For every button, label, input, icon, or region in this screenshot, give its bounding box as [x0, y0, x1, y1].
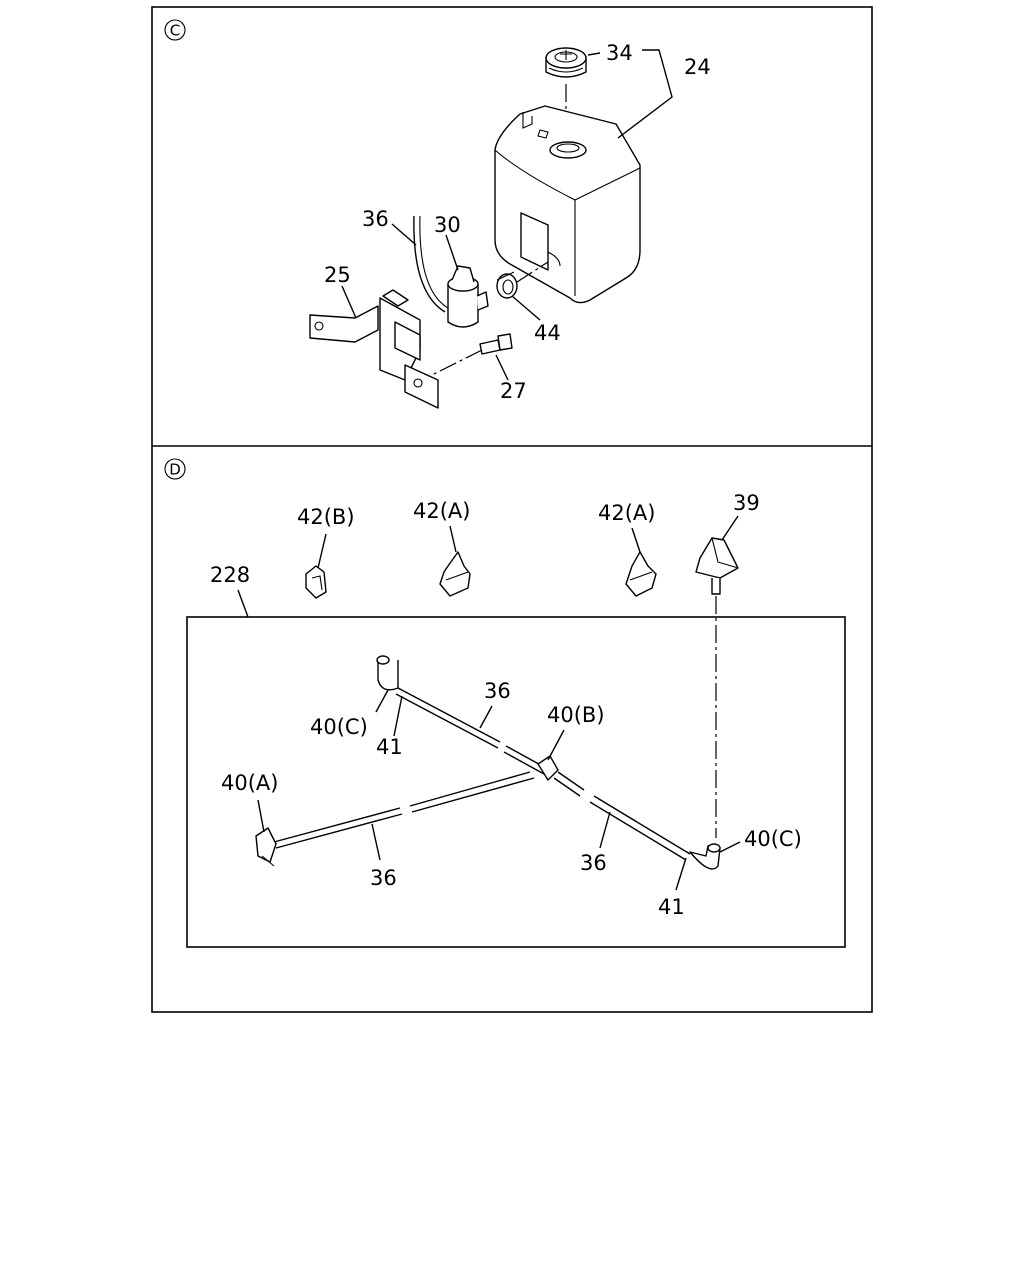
leader-36-left: [371, 823, 381, 861]
washer-tank-cap: [545, 47, 587, 78]
svg-text:C: C: [170, 22, 180, 40]
callout-36-top: 36: [484, 679, 511, 703]
leader-24: [617, 49, 673, 139]
callout-42a-right: 42(A): [598, 501, 655, 525]
clip-42a-left: [439, 551, 471, 597]
leader-25: [341, 285, 357, 319]
callout-36-c: 36: [362, 207, 389, 231]
clip-42a-right: [625, 551, 657, 597]
washer-nozzle: [695, 537, 739, 595]
callout-40c-right: 40(C): [744, 827, 802, 851]
leader-40c-right: [719, 841, 741, 853]
washer-tank: [494, 105, 641, 304]
callout-42a-left: 42(A): [413, 499, 470, 523]
svg-text:D: D: [169, 461, 181, 479]
callout-25: 25: [324, 263, 351, 287]
callout-24: 24: [684, 55, 711, 79]
diagram-outer-frame: [151, 6, 873, 1013]
leader-36-c: [391, 223, 417, 246]
hose-assembly-frame: [186, 616, 846, 948]
callout-30: 30: [434, 213, 461, 237]
callout-34: 34: [606, 41, 633, 65]
callout-41-left: 41: [376, 735, 403, 759]
callout-36-left: 36: [370, 866, 397, 890]
callout-40c-left: 40(C): [310, 715, 368, 739]
callout-40a: 40(A): [221, 771, 278, 795]
clip-42b: [305, 565, 327, 599]
callout-228: 228: [210, 563, 250, 587]
pump-axis-line: [516, 261, 549, 283]
pump-grommet: [496, 271, 518, 299]
hose-assembly: [255, 655, 721, 870]
leader-30: [445, 234, 459, 271]
washer-hose-c: [413, 215, 446, 313]
callout-42b: 42(B): [297, 505, 355, 529]
leader-40c-left: [375, 689, 389, 713]
leader-34: [587, 52, 601, 56]
leader-228: [237, 589, 249, 618]
tank-bracket: [309, 289, 439, 409]
callout-40b: 40(B): [547, 703, 605, 727]
leader-36-right: [599, 811, 611, 849]
callout-36-right: 36: [580, 851, 607, 875]
callout-44: 44: [534, 321, 561, 345]
section-marker-c: C: [164, 19, 186, 41]
leader-40b: [547, 729, 565, 761]
bolt-axis-line: [429, 349, 483, 377]
leader-41-left: [393, 695, 403, 737]
leader-42a-left: [449, 525, 457, 553]
leader-27: [495, 354, 509, 381]
leader-40a: [257, 799, 265, 833]
leader-39: [721, 515, 739, 541]
section-marker-d: D: [164, 458, 186, 480]
leader-44: [511, 295, 541, 321]
leader-41-right: [675, 857, 687, 891]
leader-42a-right: [631, 527, 641, 553]
washer-pump: [447, 265, 489, 328]
leader-42b: [317, 533, 327, 569]
callout-27: 27: [500, 379, 527, 403]
callout-41-right: 41: [658, 895, 685, 919]
bracket-bolt: [479, 333, 513, 355]
callout-39: 39: [733, 491, 760, 515]
leader-36-top: [479, 705, 493, 729]
